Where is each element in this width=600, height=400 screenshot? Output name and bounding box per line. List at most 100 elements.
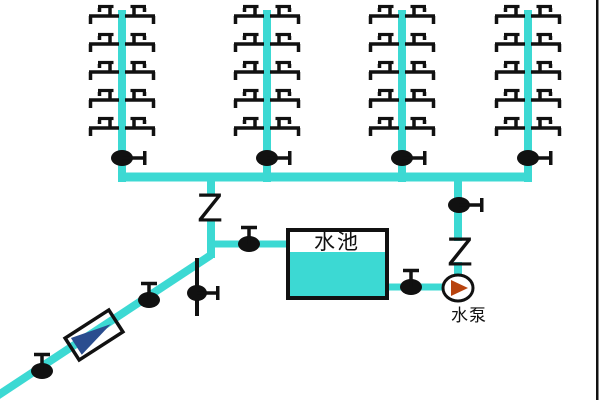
- faucet-icon: [234, 70, 264, 74]
- faucet-handle: [410, 32, 426, 37]
- faucet-handle: [275, 60, 291, 65]
- faucet-handle-tick: [377, 92, 382, 96]
- faucet-icon: [495, 98, 525, 102]
- faucet-handle-tick: [548, 36, 553, 40]
- riser-pipe: [118, 10, 126, 182]
- faucet-handle-tick: [377, 120, 382, 124]
- faucet-stem: [538, 8, 542, 16]
- faucet-handle: [504, 88, 520, 93]
- faucet-handle: [504, 116, 520, 121]
- faucet-spout: [557, 72, 562, 80]
- faucet-spout: [431, 16, 436, 24]
- faucet-spout: [296, 100, 301, 108]
- faucet-stem: [277, 8, 281, 16]
- service-line-diagonal: [0, 251, 214, 399]
- faucet-spout: [151, 44, 156, 52]
- faucet-spout: [557, 100, 562, 108]
- faucet-stem: [253, 92, 257, 100]
- faucet-spout: [233, 44, 238, 52]
- faucet-stem: [412, 92, 416, 100]
- faucet-handle: [98, 60, 114, 65]
- water-meter-box: [62, 307, 126, 363]
- faucet-spout: [494, 100, 499, 108]
- faucet-handle: [536, 88, 552, 93]
- tank-water: [290, 252, 385, 296]
- faucet-handle: [275, 88, 291, 93]
- faucet-spout: [151, 72, 156, 80]
- faucet-stem: [514, 36, 518, 44]
- faucet-handle-tick: [548, 120, 553, 124]
- faucet-handle: [378, 60, 394, 65]
- faucet-stem: [108, 120, 112, 128]
- faucet-icon: [405, 98, 435, 102]
- faucet-handle: [243, 4, 259, 9]
- faucet-spout: [88, 72, 93, 80]
- faucet-handle-tick: [242, 36, 247, 40]
- faucet-icon: [234, 42, 264, 46]
- faucet-handle: [243, 60, 259, 65]
- faucet-icon: [270, 126, 300, 130]
- faucet-icon: [270, 14, 300, 18]
- z-check-valve-icon: Z: [197, 187, 223, 231]
- faucet-handle-tick: [142, 36, 147, 40]
- drop-pipe-upper: [207, 177, 215, 195]
- valve-handle: [480, 198, 484, 212]
- faucet-stem: [277, 36, 281, 44]
- faucet-handle-tick: [242, 8, 247, 12]
- faucet-handle: [378, 88, 394, 93]
- faucet-icon: [495, 126, 525, 130]
- faucet-stem: [132, 36, 136, 44]
- faucet-icon: [369, 42, 399, 46]
- faucet-handle: [378, 116, 394, 121]
- faucet-handle-tick: [377, 36, 382, 40]
- faucet-handle: [504, 4, 520, 9]
- faucet-spout: [151, 100, 156, 108]
- faucet-handle: [275, 32, 291, 37]
- faucet-spout: [368, 100, 373, 108]
- faucet-spout: [88, 128, 93, 136]
- faucet-handle: [536, 116, 552, 121]
- faucet-handle-tick: [97, 92, 102, 96]
- faucet-spout: [233, 72, 238, 80]
- faucet-spout: [151, 128, 156, 136]
- faucet-icon: [405, 126, 435, 130]
- faucet-handle-tick: [377, 8, 382, 12]
- riser-pipe: [263, 10, 271, 182]
- faucet-icon: [270, 98, 300, 102]
- faucet-icon: [369, 98, 399, 102]
- faucet-handle-tick: [548, 8, 553, 12]
- faucet-handle-tick: [97, 64, 102, 68]
- faucet-icon: [234, 126, 264, 130]
- faucet-stem: [108, 8, 112, 16]
- faucet-handle-tick: [422, 120, 427, 124]
- faucet-stem: [277, 120, 281, 128]
- valve-stem: [459, 203, 480, 207]
- faucet-handle-tick: [287, 120, 292, 124]
- water-meter-icon: [62, 307, 126, 363]
- faucet-icon: [125, 70, 155, 74]
- faucet-icon: [531, 14, 561, 18]
- water-meter-triangle: [70, 324, 111, 355]
- faucet-stem: [388, 64, 392, 72]
- faucet-handle: [275, 4, 291, 9]
- faucet-stem: [253, 120, 257, 128]
- faucet-spout: [368, 16, 373, 24]
- faucet-handle: [98, 32, 114, 37]
- faucet-icon: [369, 126, 399, 130]
- faucet-stem: [538, 120, 542, 128]
- faucet-spout: [494, 44, 499, 52]
- faucet-icon: [89, 126, 119, 130]
- faucet-spout: [296, 72, 301, 80]
- faucet-handle: [504, 60, 520, 65]
- faucet-handle-tick: [548, 64, 553, 68]
- faucet-handle: [536, 60, 552, 65]
- faucet-spout: [557, 16, 562, 24]
- valve-handle: [549, 151, 553, 165]
- pump-label: 水泵: [451, 306, 487, 325]
- faucet-handle: [410, 60, 426, 65]
- faucet-spout: [431, 128, 436, 136]
- faucet-handle: [378, 32, 394, 37]
- faucet-icon: [125, 42, 155, 46]
- faucet-handle-tick: [377, 64, 382, 68]
